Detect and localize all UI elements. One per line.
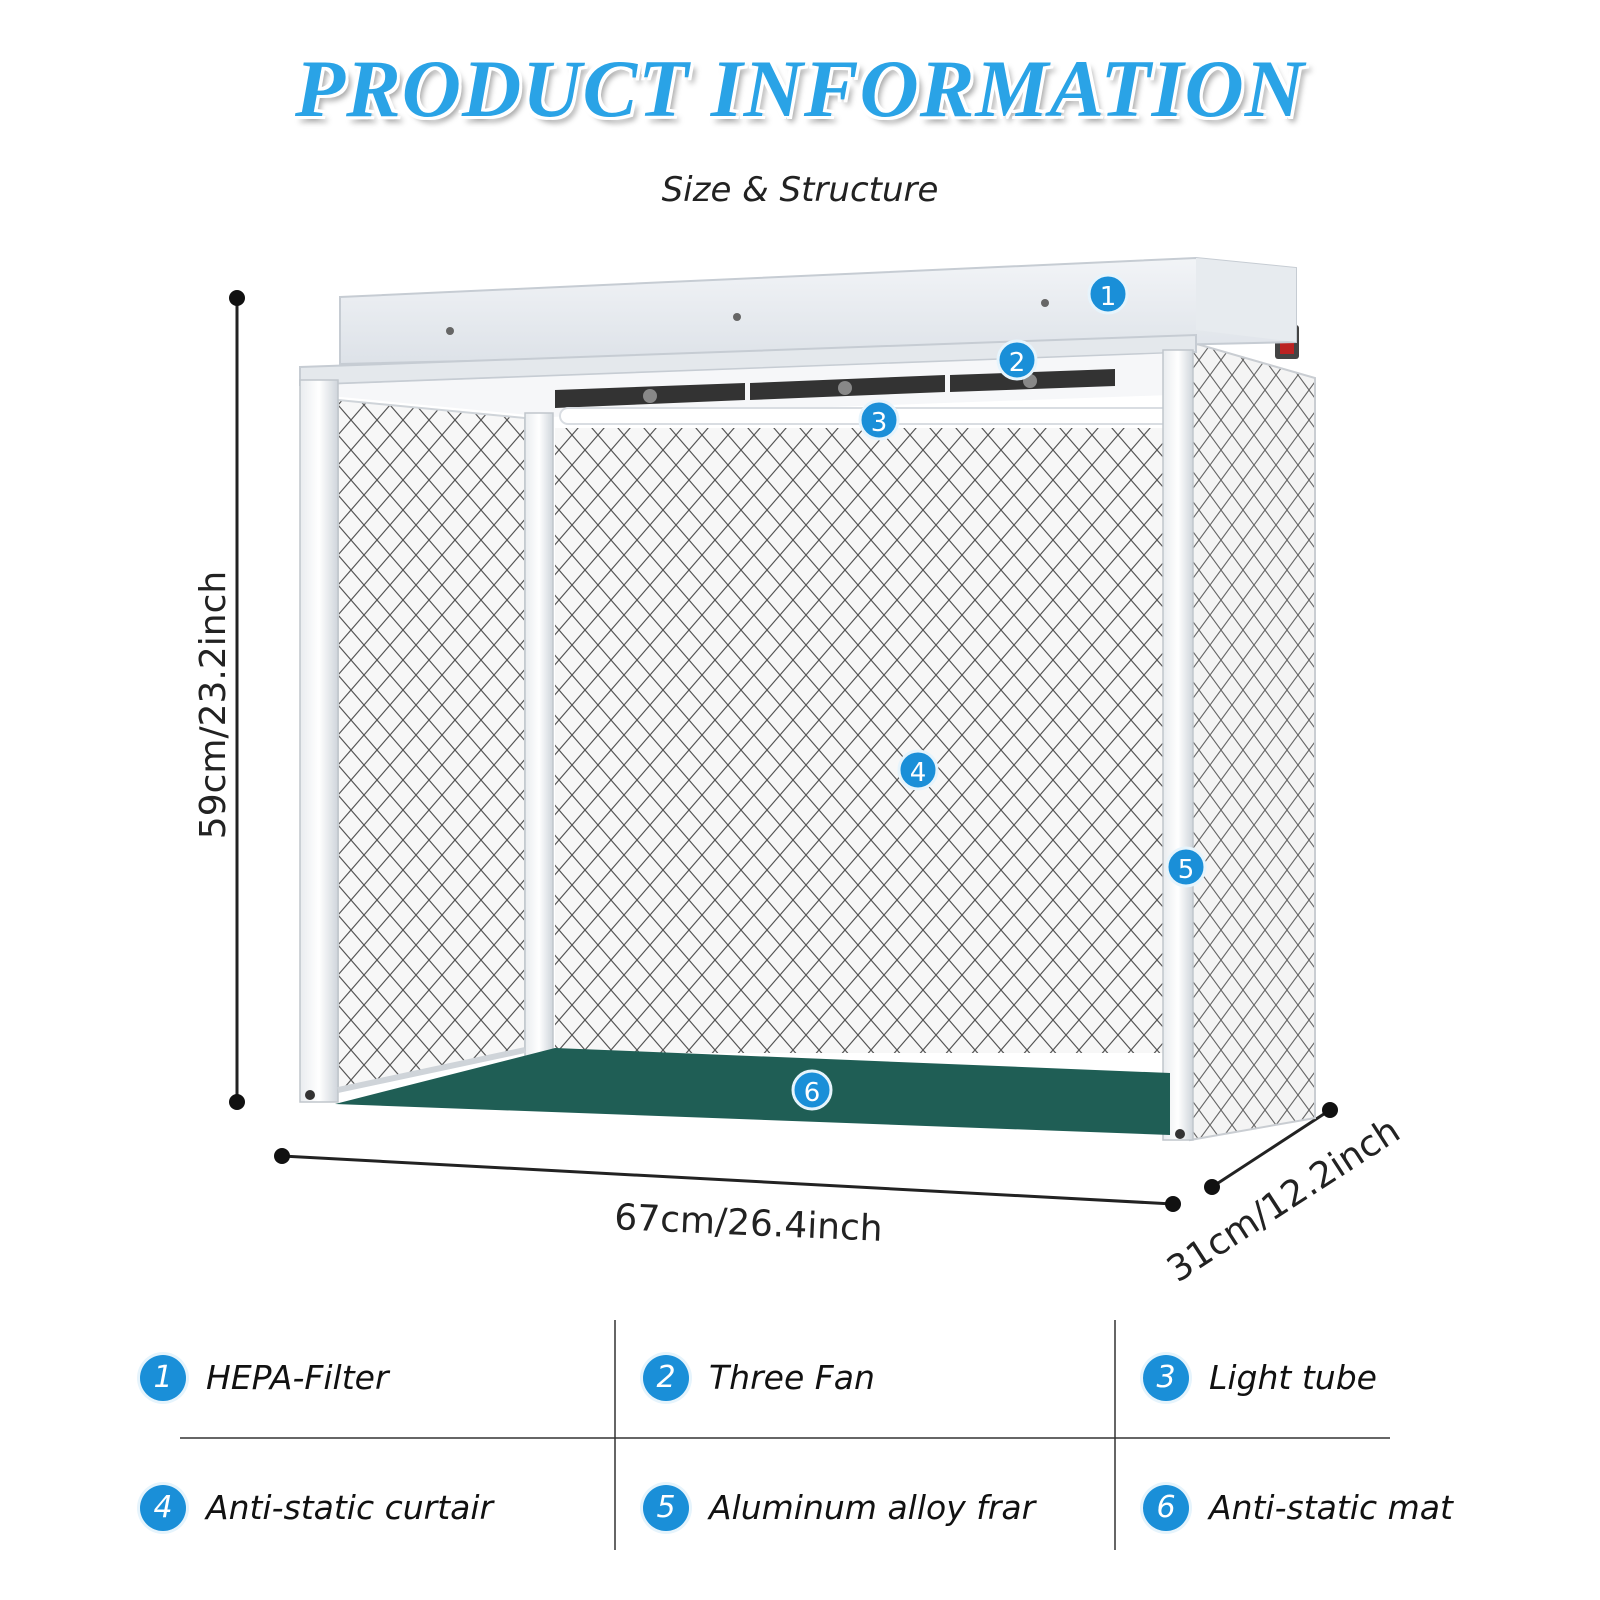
number-badge: 5 [643,1484,689,1531]
callout-badges: 1 2 3 4 5 6 [791,273,1207,1111]
legend-label: HEPA-Filter [206,1358,389,1397]
number-badge: 4 [140,1484,186,1531]
legend-grid-lines [180,1320,1390,1550]
legend-label: Light tube [1209,1358,1377,1397]
number-badge: 2 [643,1354,689,1401]
legend-item-light-tube: 3 Light tube [1143,1320,1583,1435]
callout-4: 4 [897,749,939,791]
legend-label: Anti-static mat [1209,1488,1453,1527]
legend-item-anti-static-mat: 6 Anti-static mat [1143,1450,1583,1565]
svg-text:5: 5 [1178,855,1195,885]
side-panel [1189,325,1316,1142]
legend-item-three-fan: 2 Three Fan [643,1320,1083,1435]
top-frame [299,333,1197,425]
svg-text:6: 6 [804,1078,821,1108]
callout-1: 1 [1087,273,1129,315]
svg-text:2: 2 [1009,348,1026,378]
svg-text:4: 4 [910,758,927,788]
callout-2: 2 [996,339,1038,381]
anti-static-mat [335,1048,1170,1135]
legend-label: Anti-static curtair [206,1488,494,1527]
height-dimension: 59cm/23.2inch [193,290,245,1110]
product-diagram: 59cm/23.2inch 67cm/26.4inch 31cm/12.2inc… [193,256,1407,1291]
number-badge: 1 [140,1354,186,1401]
legend-item-hepa-filter: 1 HEPA-Filter [140,1320,580,1435]
callout-3: 3 [858,399,900,441]
svg-text:3: 3 [871,408,888,438]
svg-text:1: 1 [1100,282,1117,312]
callout-6: 6 [791,1069,833,1111]
width-dimension: 67cm/26.4inch [274,1148,1181,1250]
number-badge: 3 [1143,1354,1189,1401]
page-subtitle: Size & Structure [661,170,939,210]
legend-item-anti-static-curtain: 4 Anti-static curtair [140,1450,580,1565]
left-curtain [337,398,526,1092]
legend-label: Aluminum alloy frar [709,1488,1036,1527]
legend-item-aluminum-frame: 5 Aluminum alloy frar [643,1450,1083,1565]
aluminum-frame [299,349,1194,1141]
height-label: 59cm/23.2inch [193,571,234,839]
hepa-filter-box [339,256,1297,366]
legend-label: Three Fan [709,1358,875,1397]
callout-5: 5 [1165,846,1207,888]
legend: 1 HEPA-Filter 2 Three Fan 3 Light tube 4… [140,1320,1460,1550]
number-badge: 6 [1143,1484,1189,1531]
page-title: PRODUCT INFORMATION [295,43,1305,134]
width-label: 67cm/26.4inch [614,1197,884,1250]
back-curtain [555,428,1170,1053]
